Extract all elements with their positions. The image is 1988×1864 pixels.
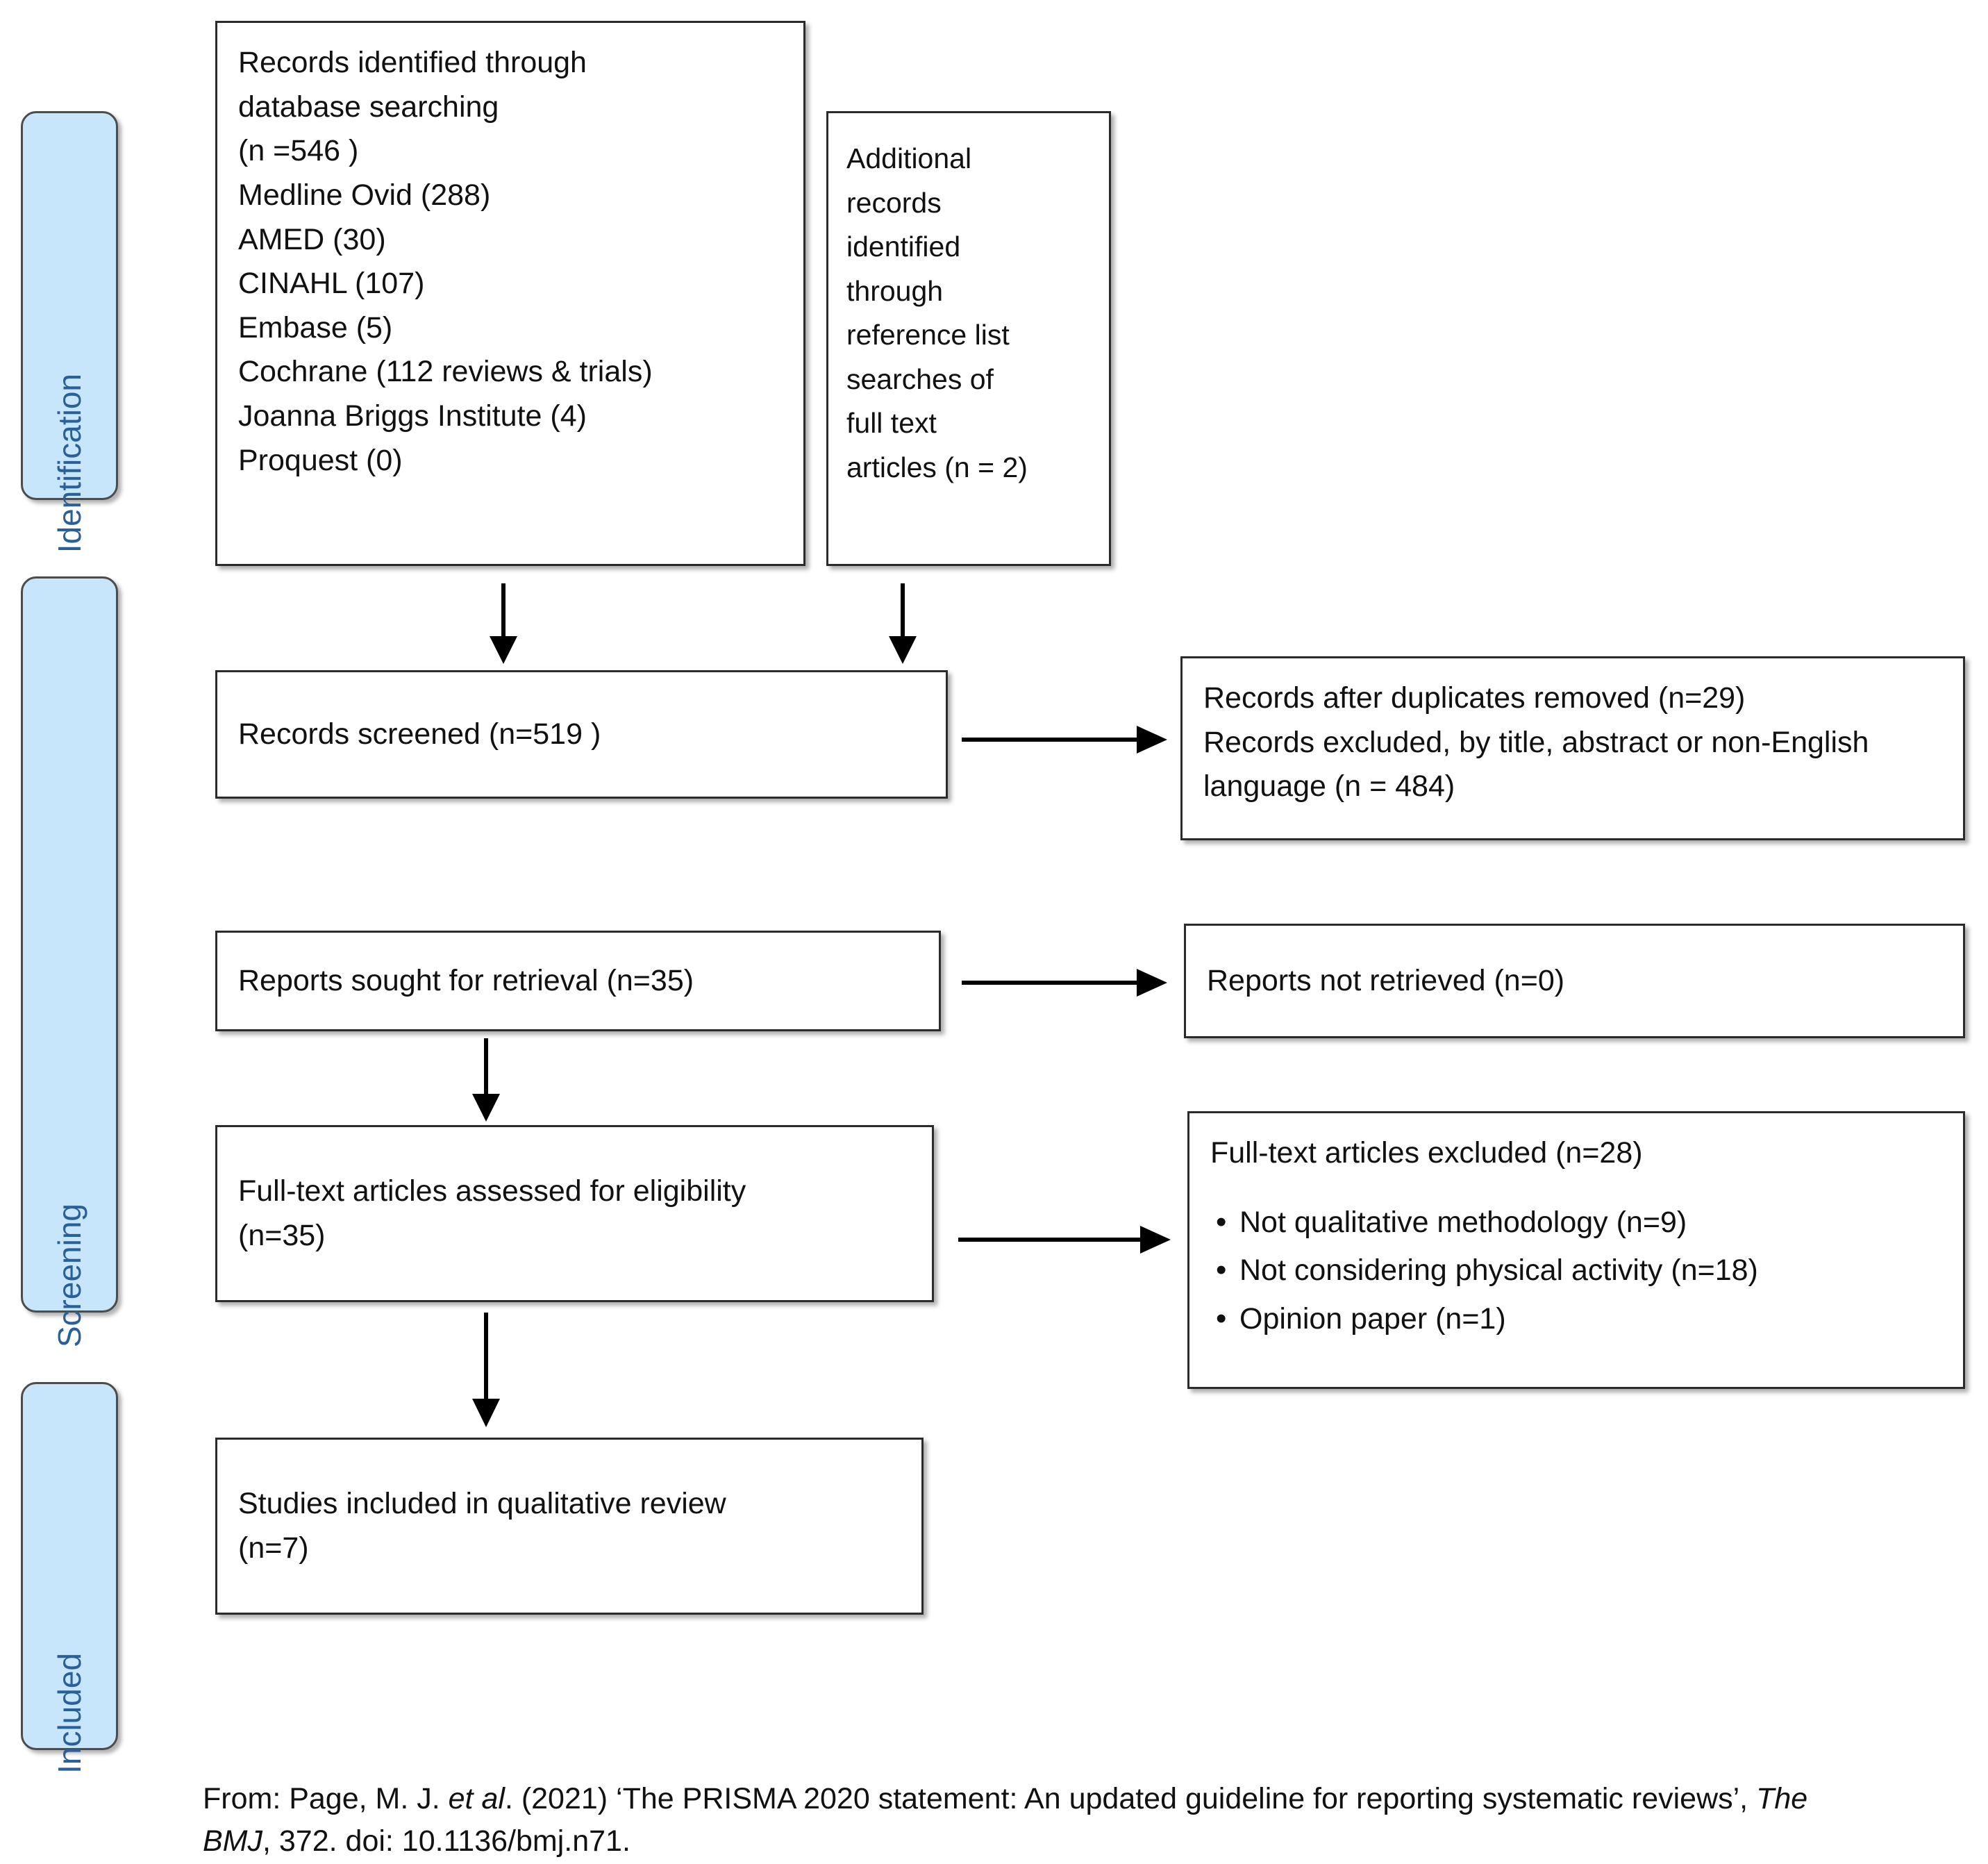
box-line: Reports not retrieved (n=0) bbox=[1207, 963, 1565, 997]
box-line: (n =546 ) bbox=[238, 134, 359, 168]
box-line: Cochrane (112 reviews & trials) bbox=[238, 355, 653, 389]
stage-bar-identification: Identification bbox=[21, 111, 118, 553]
arrow-down-identification-to-screened bbox=[483, 583, 524, 667]
box-line: identified bbox=[846, 231, 961, 263]
box-additional-records: Additional records identified through re… bbox=[826, 111, 1111, 566]
box-line: articles (n = 2) bbox=[846, 451, 1028, 483]
box-line: through bbox=[846, 274, 944, 307]
box-line: full text bbox=[846, 407, 937, 440]
citation-part-1: From: Page, M. J. bbox=[203, 1782, 449, 1815]
box-line: Records identified through bbox=[238, 46, 587, 79]
box-line: Full-text articles assessed for eligibil… bbox=[238, 1174, 746, 1208]
list-item: Not considering physical activity (n=18) bbox=[1210, 1247, 1942, 1293]
arrow-right-sought-to-not-retrieved bbox=[962, 962, 1170, 1004]
box-line: language (n = 484) bbox=[1203, 769, 1455, 804]
stage-label-identification: Identification bbox=[51, 373, 87, 554]
arrow-right-screened-to-excluded bbox=[962, 719, 1170, 760]
stage-label-included: Included bbox=[51, 1653, 87, 1774]
box-records-screened: Records screened (n=519 ) bbox=[215, 670, 948, 799]
box-line: (n=7) bbox=[238, 1531, 309, 1565]
box-line: Studies included in qualitative review bbox=[238, 1486, 726, 1520]
box-line: Medline Ovid (288) bbox=[238, 178, 491, 212]
stage-label-identification-wrap: Identification bbox=[23, 374, 116, 553]
box-line: Joanna Briggs Institute (4) bbox=[238, 399, 587, 433]
box-line: Proquest (0) bbox=[238, 443, 403, 477]
citation-part-3: , 372. doi: 10.1136/bmj.n71. bbox=[262, 1824, 630, 1858]
citation-part-2: . (2021) ‘The PRISMA 2020 statement: An … bbox=[504, 1782, 1757, 1815]
citation-footer: From: Page, M. J. et al. (2021) ‘The PRI… bbox=[203, 1778, 1869, 1863]
box-fulltext-articles-excluded: Full-text articles excluded (n=28) Not q… bbox=[1187, 1111, 1965, 1389]
box-line: CINAHL (107) bbox=[238, 267, 425, 301]
citation-italic-et-al: et al bbox=[448, 1782, 505, 1815]
stage-bar-included: Included bbox=[21, 1382, 118, 1774]
arrow-down-additional-to-screened bbox=[882, 583, 924, 667]
box-reports-not-retrieved: Reports not retrieved (n=0) bbox=[1184, 924, 1965, 1038]
box-line: database searching bbox=[238, 90, 499, 124]
box-studies-included-qualitative-review: Studies included in qualitative review (… bbox=[215, 1438, 924, 1615]
stage-label-screening-wrap: Screening bbox=[23, 1204, 116, 1347]
fulltext-excluded-reason-list: Not qualitative methodology (n=9) Not co… bbox=[1210, 1199, 1942, 1342]
box-reports-sought-for-retrieval: Reports sought for retrieval (n=35) bbox=[215, 931, 941, 1031]
box-records-excluded: Records after duplicates removed (n=29) … bbox=[1180, 656, 1965, 840]
box-line: Records excluded, by title, abstract or … bbox=[1203, 725, 1869, 759]
box-line: (n=35) bbox=[238, 1218, 326, 1252]
fulltext-excluded-heading: Full-text articles excluded (n=28) bbox=[1210, 1136, 1643, 1170]
spacer bbox=[1210, 1176, 1942, 1197]
box-line: AMED (30) bbox=[238, 222, 386, 256]
arrow-right-fulltext-to-excluded bbox=[958, 1219, 1173, 1260]
box-line: Records screened (n=519 ) bbox=[238, 717, 601, 751]
box-line: searches of bbox=[846, 363, 994, 395]
list-item: Not qualitative methodology (n=9) bbox=[1210, 1199, 1942, 1245]
box-fulltext-assessed-for-eligibility: Full-text articles assessed for eligibil… bbox=[215, 1125, 934, 1302]
stage-label-included-wrap: Included bbox=[23, 1653, 116, 1774]
box-line: reference list bbox=[846, 319, 1010, 351]
box-line: Additional bbox=[846, 142, 972, 174]
box-line: Embase (5) bbox=[238, 310, 393, 344]
arrow-down-sought-to-fulltext bbox=[465, 1038, 507, 1125]
arrow-down-fulltext-to-included bbox=[465, 1313, 507, 1431]
box-line: records bbox=[846, 186, 942, 219]
box-records-identified-database: Records identified through database sear… bbox=[215, 21, 805, 566]
box-line: Reports sought for retrieval (n=35) bbox=[238, 963, 694, 997]
stage-bar-screening: Screening bbox=[21, 576, 118, 1348]
stage-label-screening: Screening bbox=[51, 1204, 87, 1348]
citation-italic-journal: The BMJ bbox=[203, 1782, 1808, 1858]
box-line: Records after duplicates removed (n=29) bbox=[1203, 681, 1746, 715]
list-item: Opinion paper (n=1) bbox=[1210, 1296, 1942, 1342]
